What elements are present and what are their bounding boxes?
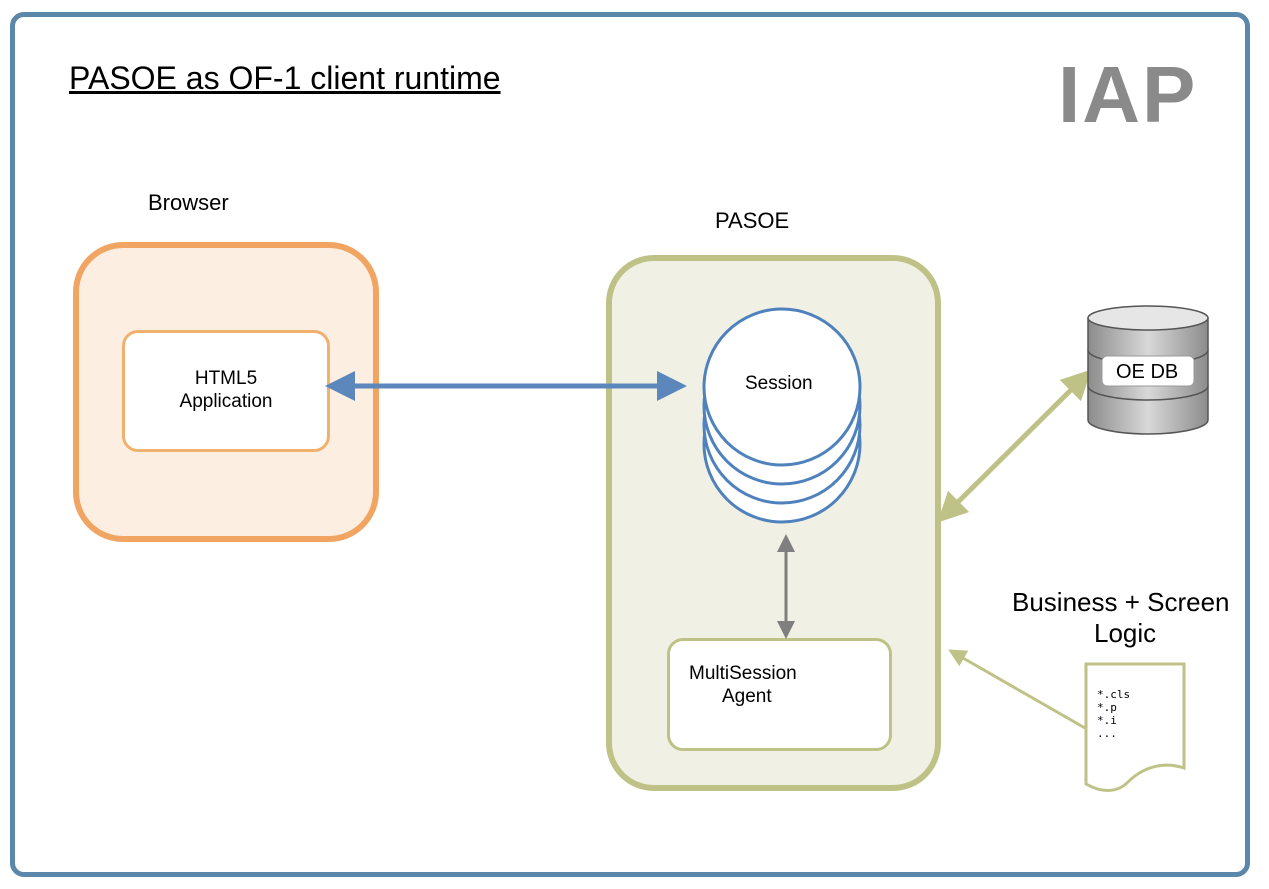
session-stack — [702, 307, 862, 524]
logic-pasoe-arrow — [948, 649, 1086, 730]
pasoe-label: PASOE — [715, 208, 790, 233]
file-pattern: *.p — [1097, 701, 1117, 714]
database-label: OE DB — [1116, 361, 1179, 383]
file-pattern: *.cls — [1097, 688, 1131, 701]
browser-label: Browser — [148, 190, 229, 215]
application-label: Application — [179, 391, 273, 412]
source-file-icon — [1084, 662, 1186, 792]
agent-label-line1: MultiSession — [689, 663, 797, 684]
file-pattern-list: *.cls *.p *.i ... — [1097, 688, 1130, 740]
database-icon — [1087, 305, 1209, 435]
agent-label-line2: Agent — [722, 686, 772, 707]
iap-logo: IAP — [1058, 50, 1198, 139]
session-label: Session — [745, 373, 813, 394]
multisession-agent-box — [667, 638, 892, 751]
page-title: PASOE as OF-1 client runtime — [69, 60, 501, 96]
file-pattern: ... — [1097, 727, 1117, 740]
logic-label-line1: Business + Screen — [1012, 587, 1230, 617]
file-pattern: *.i — [1097, 714, 1117, 727]
html5-label: HTML5 — [194, 368, 258, 390]
session-circle-1 — [702, 307, 862, 467]
diagram-frame — [10, 12, 1250, 877]
pasoe-db-arrow — [937, 369, 1092, 523]
logic-label-line2: Logic — [1094, 618, 1157, 648]
